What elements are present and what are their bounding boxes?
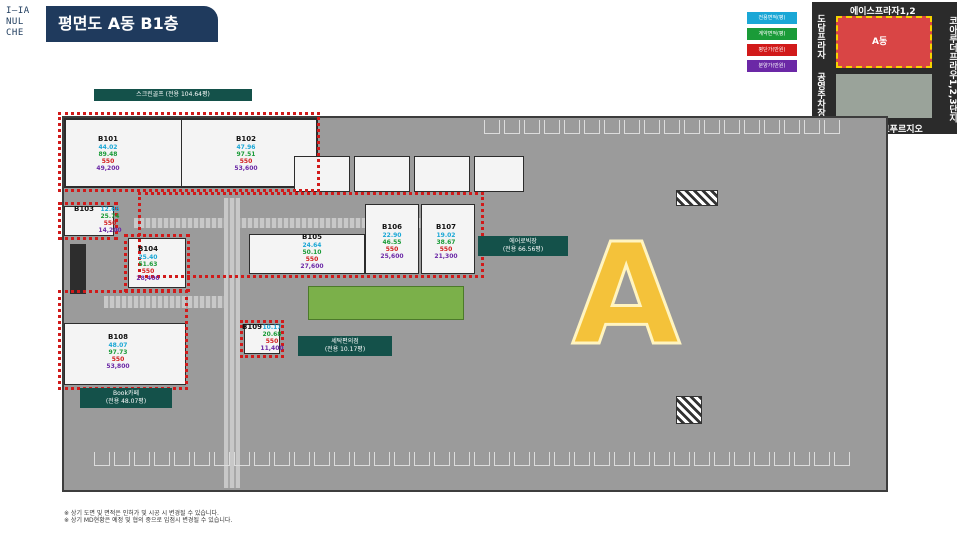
room xyxy=(354,156,410,192)
tag-aerobics: 에어로빅장 (전용 66.56평) xyxy=(478,236,568,256)
tag-book-cafe-name: Book카페 xyxy=(113,390,139,397)
keymap-label-west-top: 도담프라자 xyxy=(815,14,825,59)
legend-sale-price: 분양가(만원) xyxy=(747,60,797,72)
room-b108[interactable] xyxy=(64,323,186,385)
unit-b105: B105 24.64 50.10 550 27,600 xyxy=(300,233,324,271)
floor-plan: B101 44.02 89.48 550 49,200 B102 47.96 9… xyxy=(58,112,888,492)
unit-b102: B102 47.96 97.51 550 53,600 xyxy=(234,135,258,173)
keymap-neighbor-block xyxy=(836,74,932,118)
parking-row xyxy=(484,120,844,134)
keymap-label-north: 에이스프라자1,2 xyxy=(850,7,916,17)
footnotes: ※ 상기 도면 및 면적은 인허가 및 시공 시 변경될 수 있습니다. ※ 상… xyxy=(64,510,232,524)
keymap-label-east: 코아루더프라우1,2,3단지 xyxy=(947,16,957,123)
footnote: ※ 상기 MD현황은 예정 및 협의 중으로 입점시 변경될 수 있습니다. xyxy=(64,517,233,524)
legend-contract-area: 계약면적(평) xyxy=(747,28,797,40)
hatched-area xyxy=(676,396,702,424)
room xyxy=(294,156,350,192)
hatched-area xyxy=(676,190,718,206)
room-b107[interactable] xyxy=(421,204,475,274)
rooftop-garden xyxy=(308,286,464,320)
corridor xyxy=(134,218,424,228)
unit-b107: B107 19.02 38.67 550 21,300 xyxy=(434,223,458,261)
room xyxy=(474,156,524,192)
unit-b104: B104 25.40 51.63 550 28,400 xyxy=(136,245,160,283)
room xyxy=(414,156,470,192)
unit-b103: B103 xyxy=(74,205,94,213)
brand-logo: I—IA NUL CHE xyxy=(6,6,42,42)
parking-row xyxy=(94,452,854,466)
tag-book-cafe: Book카페 (전용 48.07평) xyxy=(80,388,172,408)
legend-exclusive-area: 전용면적(평) xyxy=(747,12,797,24)
room-b101-b102[interactable] xyxy=(64,118,318,188)
unit-b109-values: 10.17 20.68 550 11,400 xyxy=(260,324,284,352)
keymap-block-label: A동 xyxy=(872,37,888,47)
keymap-building-a xyxy=(836,16,932,68)
zone-outline xyxy=(138,192,484,278)
tag-laundry-area: (전용 10.17평) xyxy=(324,346,366,353)
zone-outline xyxy=(58,202,118,240)
stair xyxy=(70,244,86,294)
tag-aerobics-name: 에어로빅장 xyxy=(509,238,537,245)
tag-laundry-name: 세탁편의점 xyxy=(331,338,359,345)
unit-b106: B106 22.90 46.55 550 25,600 xyxy=(380,223,404,261)
unit-b101: B101 44.02 89.48 550 49,200 xyxy=(96,135,120,173)
corridor xyxy=(224,198,240,488)
wall xyxy=(181,118,182,188)
room-b106[interactable] xyxy=(365,204,419,274)
room-b103[interactable] xyxy=(64,206,114,236)
legend-price-per-pyeong: 평단가(만원) xyxy=(747,44,797,56)
unit-b103-values: 12.66 25.74 550 14,200 xyxy=(98,206,122,234)
unit-b108: B108 48.07 97.73 550 53,800 xyxy=(106,333,130,371)
room-b109[interactable] xyxy=(244,324,280,354)
tag-book-cafe-area: (전용 48.07평) xyxy=(105,398,147,405)
unit-b109: B109 xyxy=(242,323,262,331)
corridor xyxy=(104,296,234,308)
logo-line: I—IA xyxy=(6,6,30,16)
logo-line: CHE xyxy=(6,28,24,38)
keymap-label-west-bottom: 공영주차장 xyxy=(815,72,825,117)
tag-laundry: 세탁편의점 (전용 10.17평) xyxy=(298,336,392,356)
tag-aerobics-area: (전용 66.56평) xyxy=(502,246,544,253)
tag-screen-golf: 스크린골프 (전용 104.64평) xyxy=(94,89,252,101)
zone-outline xyxy=(240,320,284,358)
footnote: ※ 상기 도면 및 면적은 인허가 및 시공 시 변경될 수 있습니다. xyxy=(64,510,219,517)
key-map: 에이스프라자1,2 대우월드마크푸르지오 도담프라자 공영주차장 코아루더프라우… xyxy=(812,2,957,134)
zone-outline xyxy=(58,112,320,192)
logo-line: NUL xyxy=(6,17,24,27)
building-letter: A xyxy=(570,214,681,377)
page-title: 평면도 A동 B1층 xyxy=(46,6,218,42)
legend: 전용면적(평) 계약면적(평) 평단가(만원) 분양가(만원) xyxy=(747,12,797,76)
room-b104[interactable] xyxy=(128,238,186,288)
room-b105[interactable] xyxy=(249,234,365,274)
